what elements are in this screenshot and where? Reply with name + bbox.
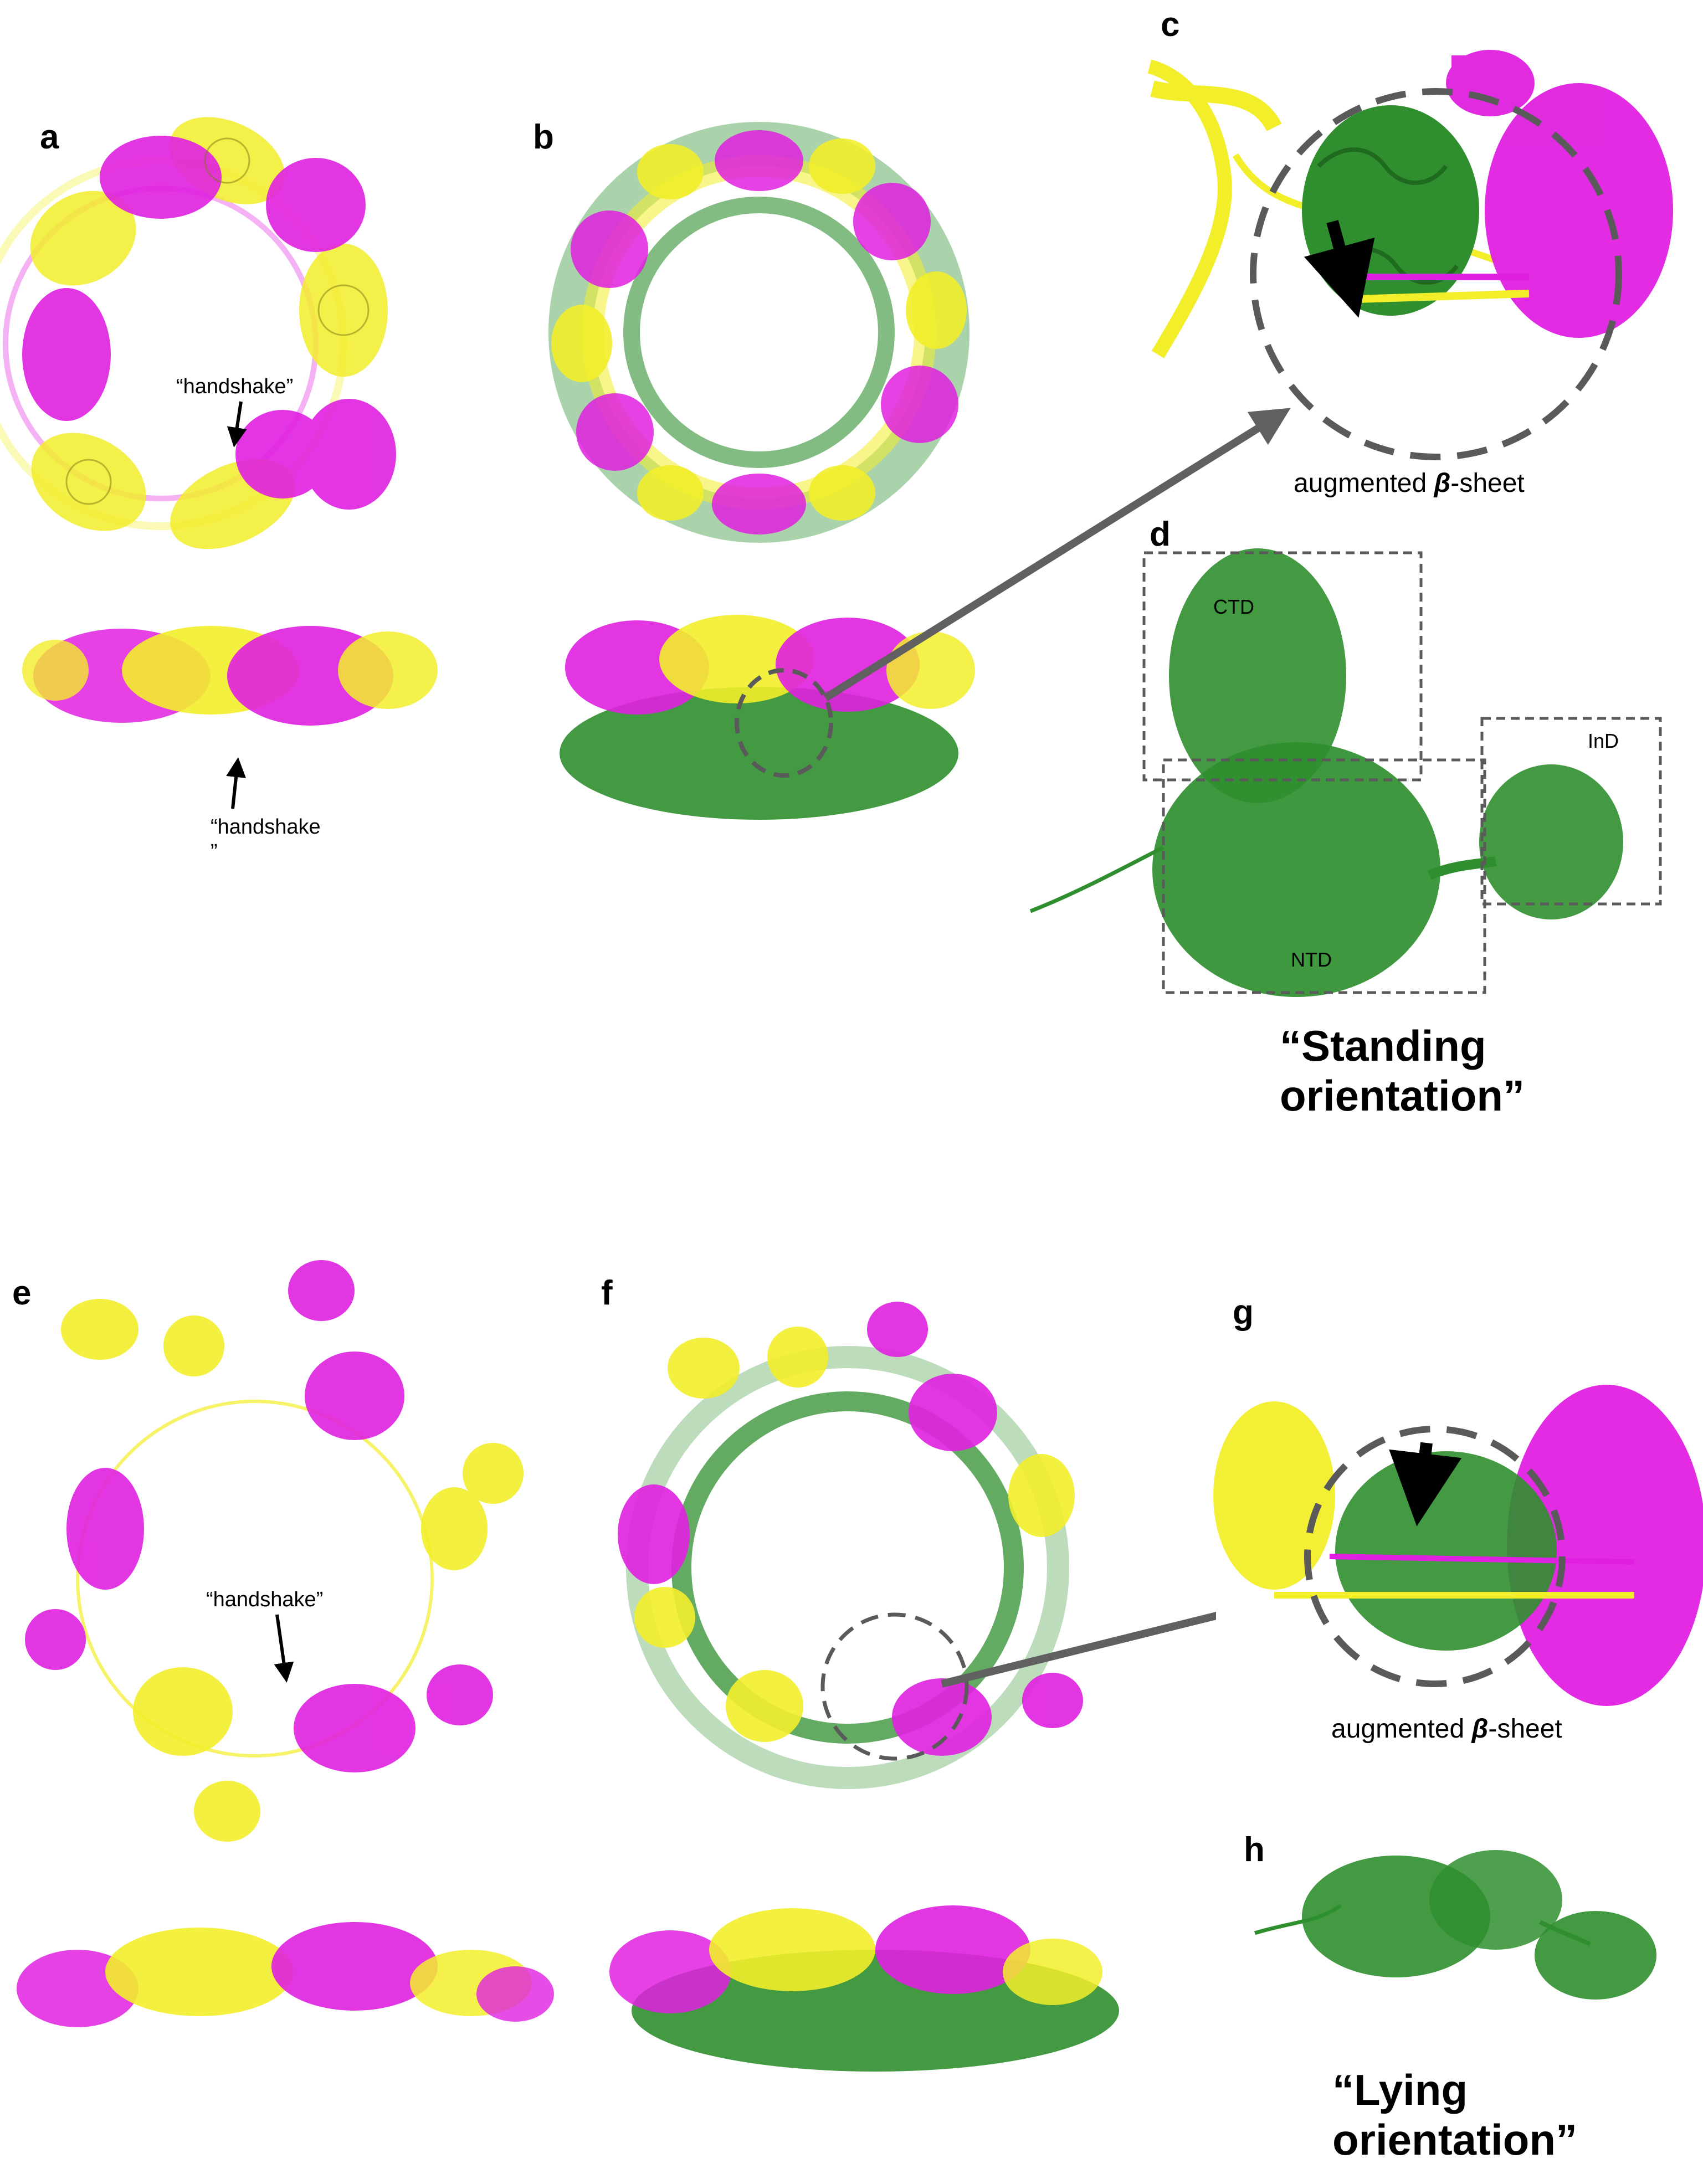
panel-h-structure-image — [1254, 1850, 1656, 2000]
black-arrow-icon — [226, 757, 246, 809]
panel-a-handshake-side-1: “handshake — [211, 815, 321, 839]
standing-orientation-line2: orientation” — [1280, 1071, 1525, 1120]
panel-h-label: h — [1244, 1831, 1265, 1869]
black-arrow-icon — [1304, 220, 1375, 318]
panel-a-top-ring — [0, 117, 396, 549]
panel-f-top-ring — [618, 1302, 1083, 1789]
panel-h: h “Lying orientation” — [1244, 1831, 1656, 2164]
panel-b-side-view — [560, 615, 975, 820]
panel-f: f — [601, 1274, 1119, 2072]
panel-d: d CTD NTD InD “Standing orientation” — [1029, 515, 1662, 1120]
panel-e-top-ring — [25, 1260, 524, 1842]
domain-label-ntd: NTD — [1291, 948, 1332, 971]
dashed-circle-icon — [1250, 88, 1622, 460]
panel-g-structure-image — [1213, 1385, 1703, 1717]
panel-a-handshake-top: “handshake” — [176, 375, 293, 398]
panel-e-label: e — [12, 1274, 31, 1312]
ntd-box — [1162, 758, 1486, 994]
panel-g: g augmented β-sheet — [1213, 1293, 1703, 1744]
panel-a: a “handshake” — [0, 117, 438, 864]
lying-orientation-line2: orientation” — [1332, 2115, 1577, 2164]
panel-d-label: d — [1150, 515, 1171, 553]
grey-connector-arrow-icon — [823, 408, 1291, 701]
panel-c-label: c — [1161, 6, 1179, 44]
dashed-circle-icon — [820, 1612, 969, 1761]
panel-c-caption: augmented β-sheet — [1294, 469, 1525, 498]
domain-label-ctd: CTD — [1213, 595, 1254, 618]
ind-box — [1480, 717, 1662, 906]
panel-a-handshake-side-2: ” — [211, 840, 218, 864]
panel-b-top-ring — [548, 122, 970, 543]
ctd-box — [1142, 551, 1423, 782]
panel-d-structure-image — [1029, 548, 1623, 997]
panel-a-side-view — [22, 626, 438, 726]
lying-orientation-line1: “Lying — [1332, 2065, 1468, 2114]
panel-e-handshake: “handshake” — [206, 1588, 323, 1611]
panel-b: b — [533, 118, 975, 820]
panel-e: e “handshake” — [12, 1260, 554, 2027]
dashed-circle-icon — [735, 668, 833, 778]
panel-a-label: a — [40, 118, 59, 156]
black-arrow-icon — [274, 1614, 294, 1683]
panel-g-label: g — [1233, 1293, 1254, 1332]
standing-orientation-line1: “Standing — [1280, 1021, 1486, 1070]
black-arrow-icon — [227, 401, 247, 448]
panel-e-side-view — [17, 1922, 554, 2027]
panel-b-label: b — [533, 118, 554, 156]
panel-g-caption: augmented β-sheet — [1331, 1714, 1562, 1744]
panel-c: c augmented β-sheet — [1147, 6, 1684, 498]
domain-label-ind: InD — [1588, 729, 1619, 752]
panel-f-label: f — [601, 1274, 613, 1312]
panel-f-side-view — [609, 1905, 1119, 2072]
panel-c-structure-image — [1147, 50, 1684, 363]
dashed-circle-icon — [1304, 1426, 1566, 1687]
black-arrow-icon — [1389, 1442, 1462, 1527]
